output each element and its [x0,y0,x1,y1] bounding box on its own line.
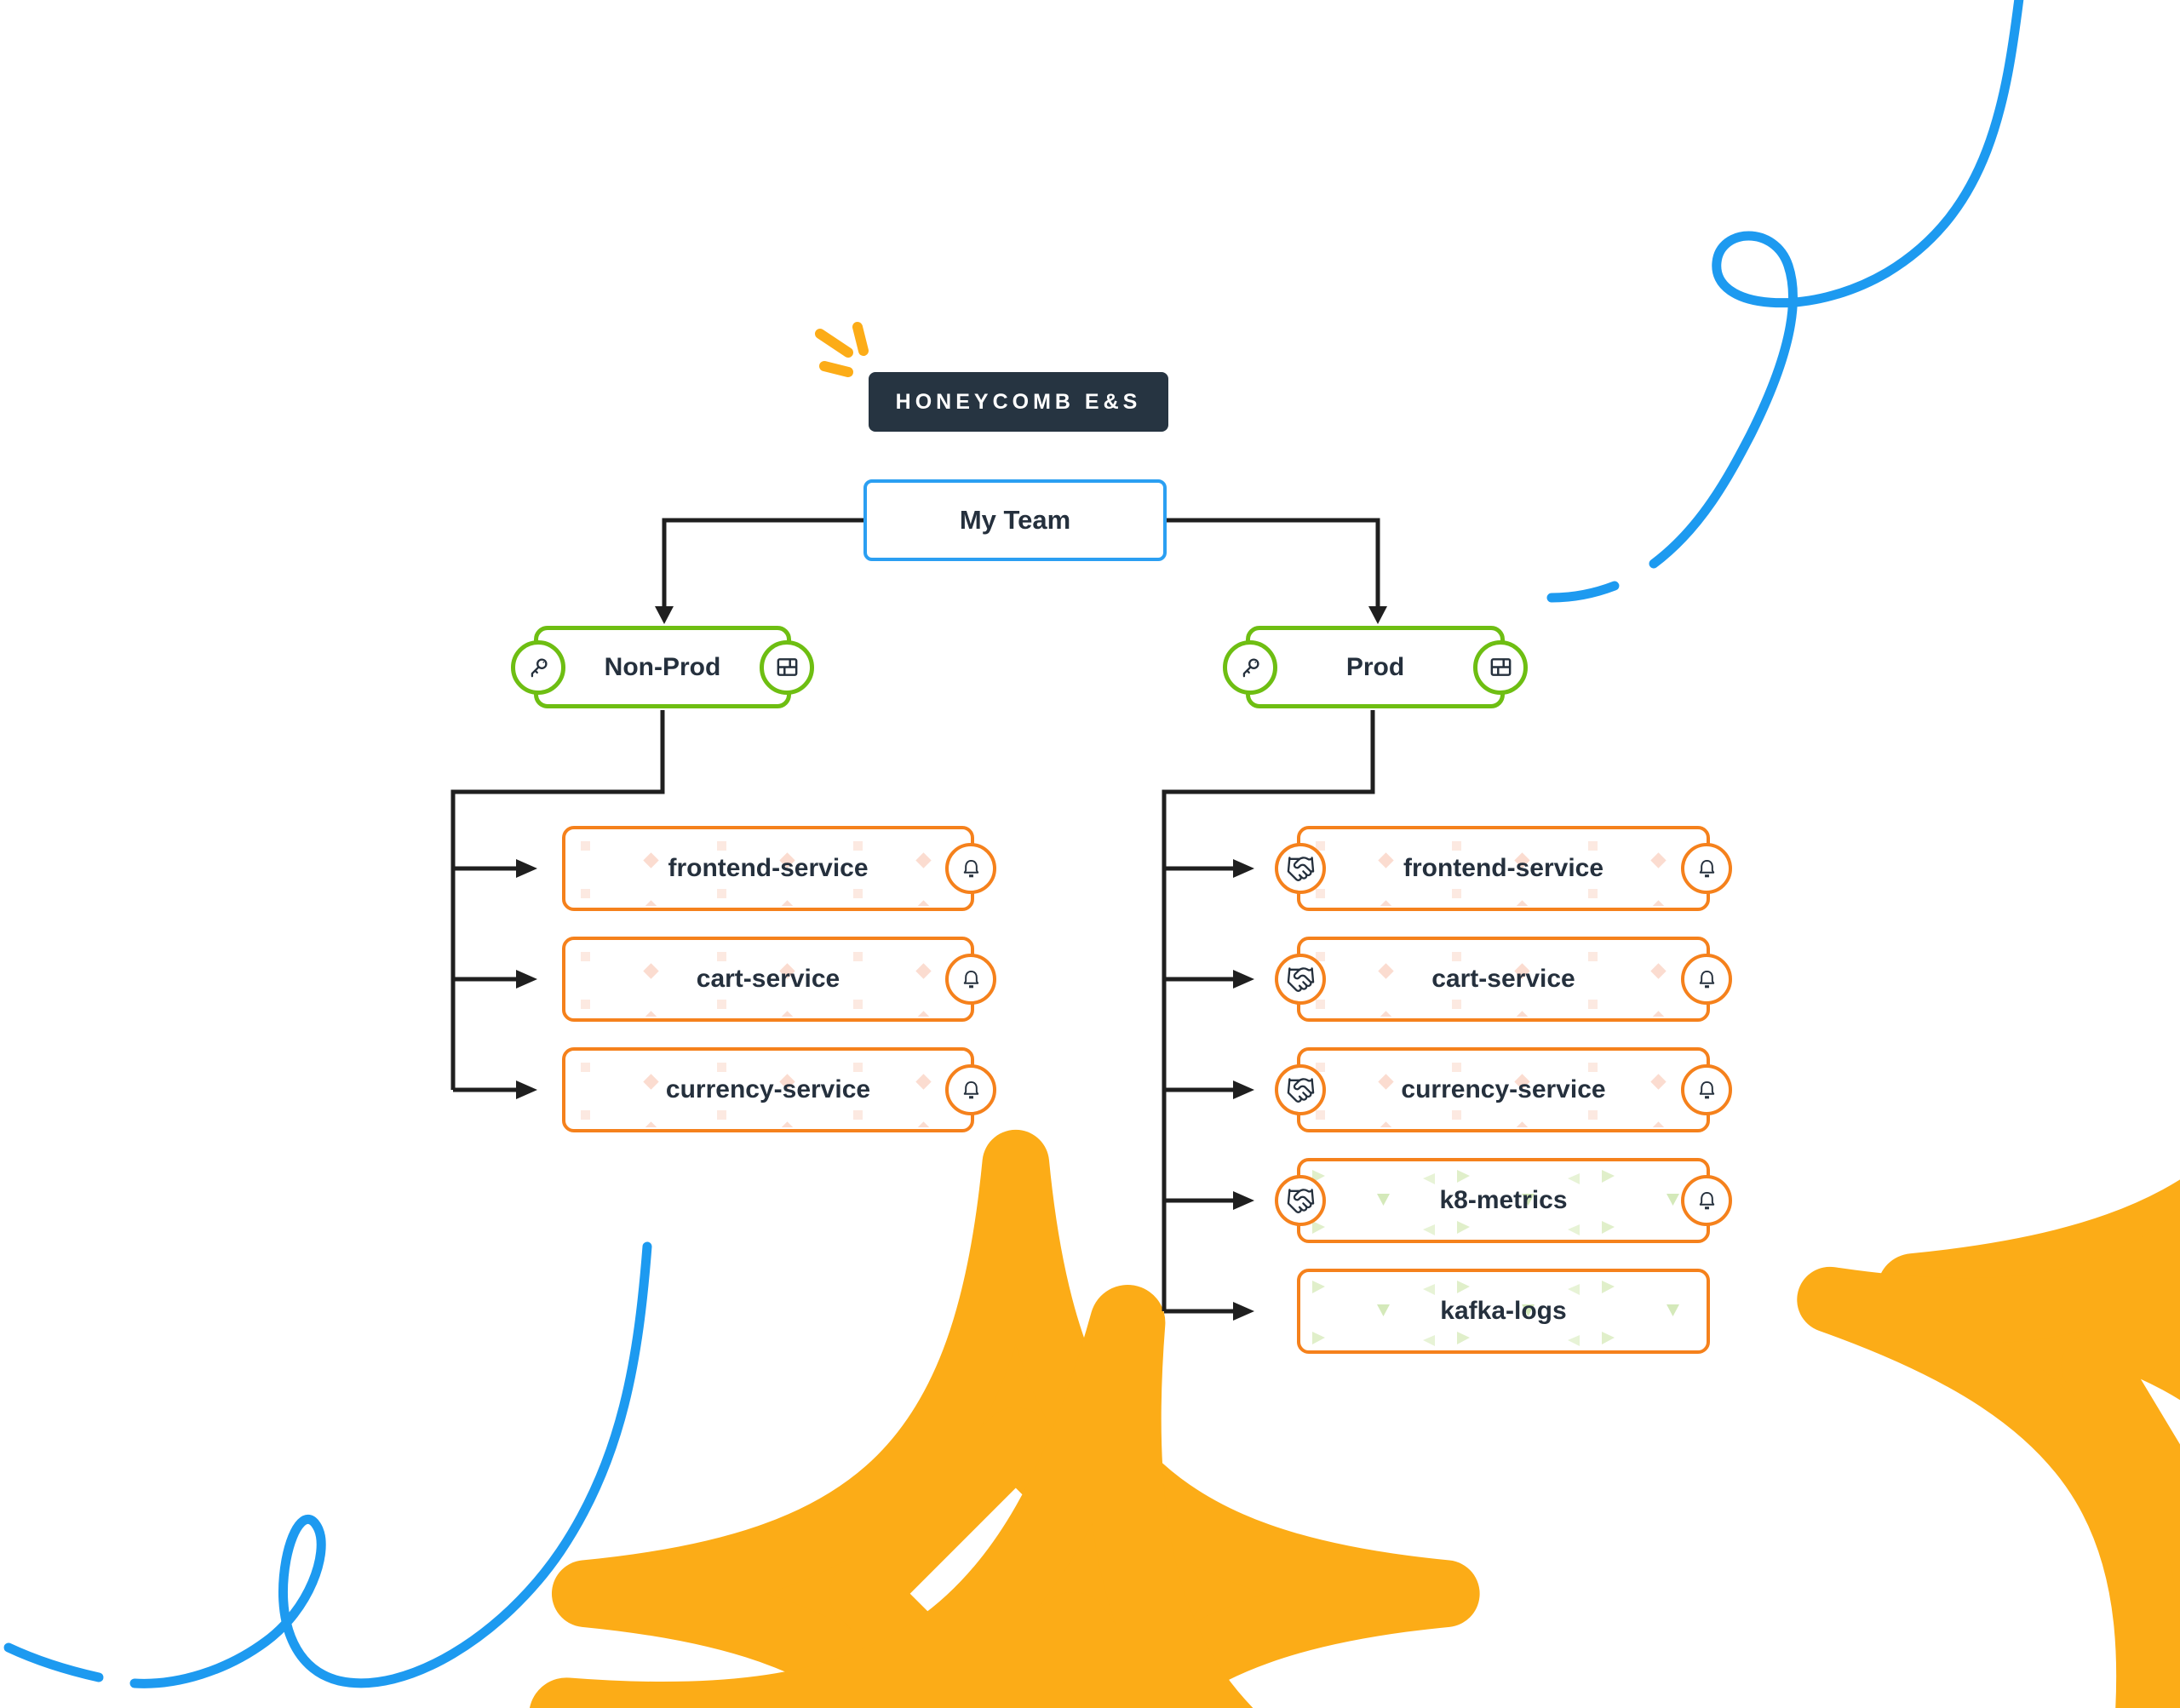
service-node: currency-service [562,1047,996,1132]
bell-icon [958,966,984,993]
board-icon [772,652,802,682]
pattern-bg [567,942,969,1017]
bell-icon [1694,966,1720,993]
pattern-bg [1302,942,1705,1017]
env-node-non-prod: Non-Prod [511,626,814,708]
connector-root-to-prod [1166,518,1380,608]
handshake-badge [1275,843,1326,894]
key-icon [1236,652,1265,682]
env-node-prod: Prod [1223,626,1528,708]
service-node: currency-service [1275,1047,1732,1132]
handshake-icon [1286,854,1316,884]
service-node: frontend-service [1275,826,1732,911]
blue-squiggle-top-right [1649,0,2024,569]
service-node: cart-service [562,937,996,1022]
pattern-bg [567,1052,969,1127]
service-label: frontend-service [1403,854,1604,882]
bell-badge [1681,954,1732,1005]
bell-icon [1694,856,1720,882]
blue-squiggle-top-right-dash [1546,581,1620,603]
service-label: cart-service [696,965,840,993]
bell-icon [1694,1188,1720,1214]
board-icon [1486,652,1516,682]
bell-icon [958,856,984,882]
key-badge [511,639,565,695]
team-node: My Team [863,479,1167,561]
service-label: cart-service [1431,965,1575,993]
env-node-label: Non-Prod [604,652,721,681]
title-badge-label: HONEYCOMB E&S [895,389,1142,414]
service-node: k8-metrics [1275,1158,1732,1243]
sparkle-icon [1913,821,2180,1708]
key-badge [1223,639,1277,695]
connector-root-to-nonprod [662,518,863,608]
title-badge: HONEYCOMB E&S [869,372,1168,432]
bell-icon [958,1077,984,1103]
service-label: k8-metrics [1439,1186,1568,1214]
handshake-badge [1275,1175,1326,1226]
team-node-label: My Team [959,505,1071,535]
pattern-bg [1302,1052,1705,1127]
blue-squiggle-bottom-left [129,1241,652,1688]
service-label: kafka-logs [1440,1297,1567,1325]
service-node: kafka-logs [1297,1269,1710,1354]
service-label: frontend-service [668,854,869,882]
key-icon [524,652,554,682]
pattern-bg [1302,1274,1705,1349]
handshake-badge [1275,954,1326,1005]
bell-badge [945,954,996,1005]
handshake-badge [1275,1064,1326,1115]
bell-badge [945,843,996,894]
handshake-icon [1286,965,1316,994]
sparkle-icon [1728,890,2180,1708]
board-badge [760,639,814,695]
board-badge [1473,639,1528,695]
pattern-bg [1302,1163,1705,1238]
handshake-icon [1286,1186,1316,1216]
service-node: cart-service [1275,937,1732,1022]
pattern-bg [1302,831,1705,906]
env-node-label: Prod [1345,652,1405,681]
bell-badge [1681,843,1732,894]
bell-badge [1681,1175,1732,1226]
service-node: frontend-service [562,826,996,911]
bell-badge [1681,1064,1732,1115]
service-label: currency-service [1401,1075,1606,1103]
blue-squiggle-bottom-left-dash [3,1642,104,1682]
bell-icon [1694,1077,1720,1103]
bell-badge [945,1064,996,1115]
service-label: currency-service [665,1075,871,1103]
sparkle-icon [585,1163,1446,1708]
handshake-icon [1286,1075,1316,1105]
yellow-burst-dashes [815,322,869,377]
pattern-bg [567,831,969,906]
